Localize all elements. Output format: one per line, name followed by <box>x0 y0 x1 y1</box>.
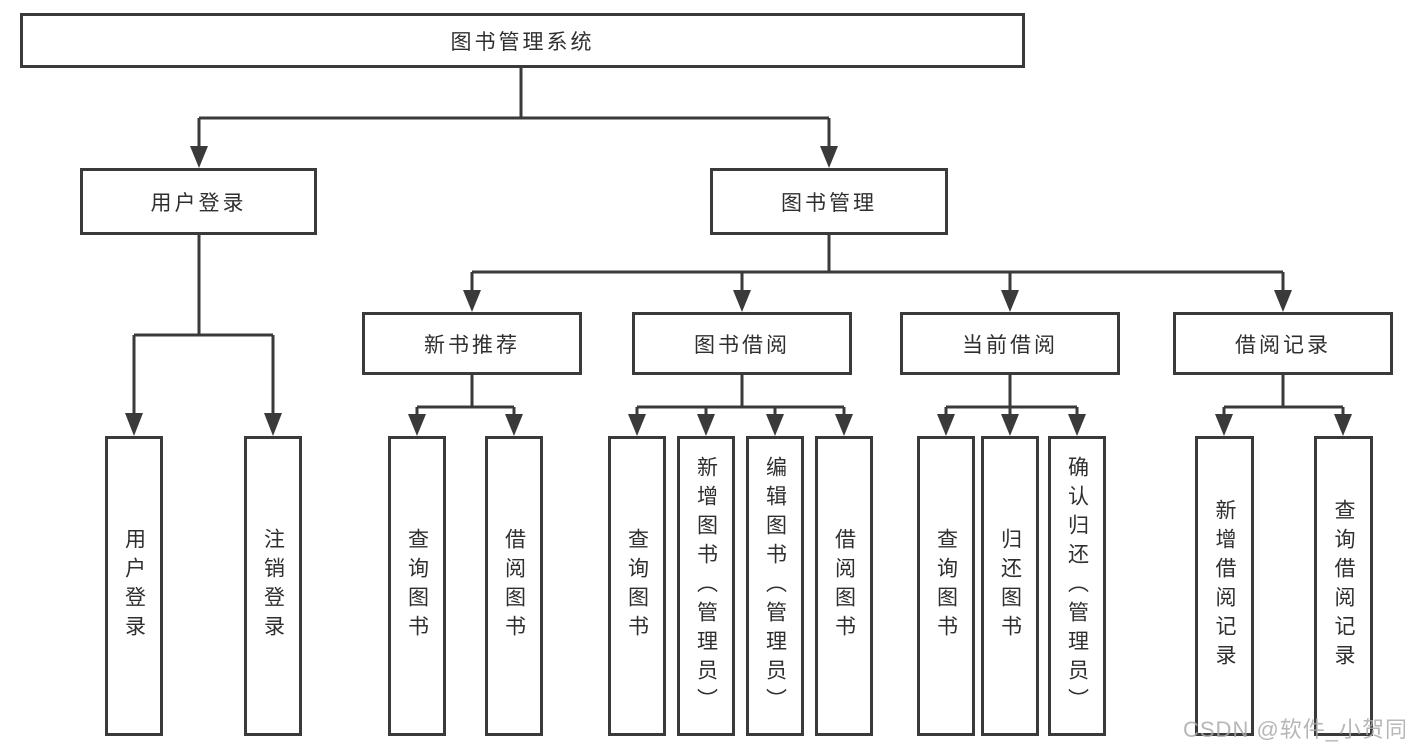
node-user-login: 用户登录 <box>80 168 317 235</box>
leaf-borrow-edit-book-admin: 编辑图书（管理员） <box>746 436 804 736</box>
leaf-borrow-search-book-label: 查询图书 <box>625 528 649 644</box>
node-current-borrowing: 当前借阅 <box>900 312 1120 375</box>
leaf-records-search-record: 查询借阅记录 <box>1314 436 1373 736</box>
leaf-current-search-book-label: 查询图书 <box>934 528 958 644</box>
node-new-book-recommendation-label: 新书推荐 <box>424 333 520 357</box>
node-current-borrowing-label: 当前借阅 <box>962 333 1058 357</box>
leaf-borrow-borrow-book: 借阅图书 <box>815 436 873 736</box>
node-borrowing-records-label: 借阅记录 <box>1235 333 1331 357</box>
leaf-recommend-borrow-book-label: 借阅图书 <box>502 528 526 644</box>
node-book-borrowing: 图书借阅 <box>632 312 852 375</box>
leaf-records-add-record: 新增借阅记录 <box>1195 436 1254 736</box>
leaf-current-return-book: 归还图书 <box>981 436 1039 736</box>
leaf-current-confirm-return-admin: 确认归还（管理员） <box>1048 436 1106 736</box>
leaf-borrow-search-book: 查询图书 <box>608 436 666 736</box>
leaf-current-return-book-label: 归还图书 <box>998 528 1022 644</box>
watermark: CSDN @软件_小贺同学 <box>1183 717 1405 742</box>
leaf-user-login-label: 用户登录 <box>122 528 146 644</box>
leaf-recommend-search-book-label: 查询图书 <box>405 528 429 644</box>
leaf-borrow-edit-book-admin-label: 编辑图书（管理员） <box>763 455 787 717</box>
leaf-borrow-borrow-book-label: 借阅图书 <box>832 528 856 644</box>
node-user-login-label: 用户登录 <box>150 191 247 215</box>
leaf-recommend-search-book: 查询图书 <box>388 436 446 736</box>
node-library-management-system: 图书管理系统 <box>20 13 1025 68</box>
node-new-book-recommendation: 新书推荐 <box>362 312 582 375</box>
leaf-recommend-borrow-book: 借阅图书 <box>485 436 543 736</box>
leaf-records-search-record-label: 查询借阅记录 <box>1332 499 1355 673</box>
leaf-records-add-record-label: 新增借阅记录 <box>1213 499 1236 673</box>
leaf-borrow-add-book-admin: 新增图书（管理员） <box>677 436 735 736</box>
leaf-user-login: 用户登录 <box>105 436 163 736</box>
leaf-logout: 注销登录 <box>244 436 302 736</box>
node-book-borrowing-label: 图书借阅 <box>694 333 790 357</box>
node-book-management: 图书管理 <box>710 168 948 235</box>
node-borrowing-records: 借阅记录 <box>1173 312 1393 375</box>
leaf-borrow-add-book-admin-label: 新增图书（管理员） <box>694 455 718 717</box>
leaf-current-confirm-return-admin-label: 确认归还（管理员） <box>1065 455 1089 717</box>
node-book-management-label: 图书管理 <box>781 191 877 215</box>
node-library-management-system-label: 图书管理系统 <box>450 30 595 54</box>
leaf-current-search-book: 查询图书 <box>917 436 975 736</box>
leaf-logout-label: 注销登录 <box>261 528 285 644</box>
